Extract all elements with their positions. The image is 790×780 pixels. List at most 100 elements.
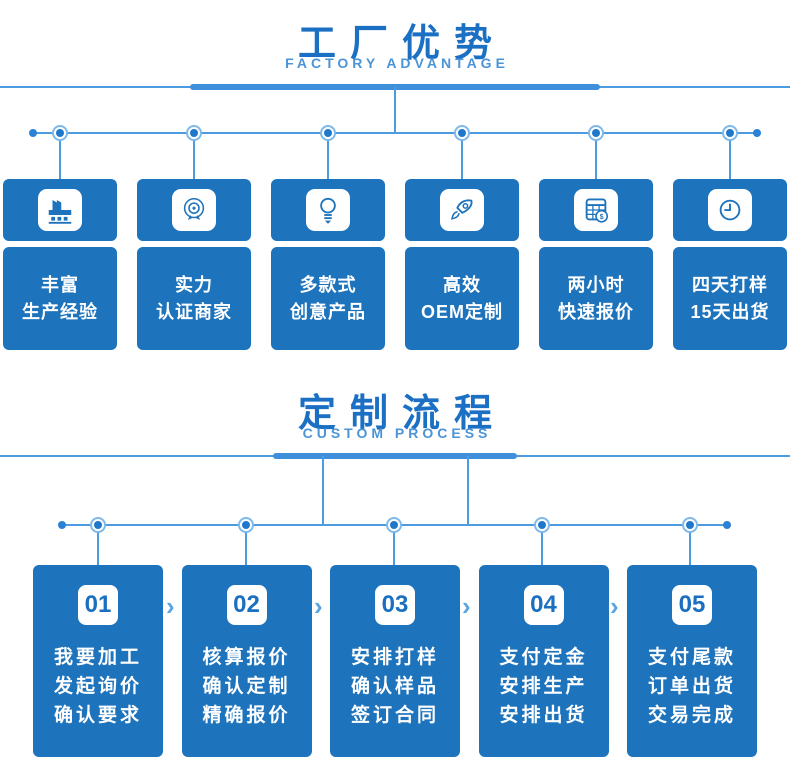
section2-left-drop-line: [322, 456, 324, 525]
custom-process-subtitle: CUSTOM PROCESS: [302, 425, 492, 441]
section1-stub-6: [729, 133, 731, 179]
step-4-number: 04: [523, 585, 564, 625]
advantage-card-5: 两小时 快速报价: [539, 247, 653, 350]
section2-node-1: [90, 517, 106, 533]
step-4-line1: 支付定金: [499, 647, 588, 668]
section2-stub-2: [245, 525, 247, 565]
section1-node-4: [454, 125, 470, 141]
section2-title-bar: [273, 453, 517, 459]
advantage-icon-card-3: [271, 179, 385, 241]
section2-node-5: [682, 517, 698, 533]
section1-node-1: [52, 125, 68, 141]
chevron-right-icon: ›: [462, 591, 471, 621]
step-card-3: 03 安排打样 确认样品 签订合同: [330, 565, 460, 757]
process-step-row: 01 我要加工 发起询价 确认要求 02 核算报价 确认定制 精确报价 03 安…: [33, 565, 757, 757]
step-card-2: 02 核算报价 确认定制 精确报价: [181, 565, 312, 757]
step-2-line1: 核算报价: [202, 647, 291, 668]
advantage-icon-card-4: [405, 179, 519, 241]
clock-icon: [708, 189, 752, 231]
section2-stub-3: [393, 525, 395, 565]
step-1-number: 01: [78, 585, 118, 625]
advantage-card-5-line1: 两小时: [567, 274, 625, 295]
step-4-text: 支付定金 安排生产 安排出货: [479, 643, 609, 730]
step-1-line2: 发起询价: [53, 676, 142, 697]
advantage-icon-card-2: [137, 179, 251, 241]
advantage-card-3-line2: 创意产品: [290, 301, 366, 322]
advantage-card-1: 丰富 生产经验: [3, 247, 117, 350]
advantage-icon-card-6: [673, 179, 787, 241]
section2-stub-4: [541, 525, 543, 565]
advantage-card-4: 高效 OEM定制: [405, 247, 519, 350]
section2-stub-5: [689, 525, 691, 565]
step-2-line2: 确认定制: [202, 676, 291, 697]
step-5-line3: 交易完成: [647, 705, 736, 726]
section1-node-5: [588, 125, 604, 141]
advantage-card-5-line2: 快速报价: [558, 301, 634, 322]
section1-node-2: [186, 125, 202, 141]
step-5-text: 支付尾款 订单出货 交易完成: [627, 643, 757, 730]
step-3-line2: 确认样品: [350, 676, 439, 697]
section1-left-end-dot: [29, 129, 37, 137]
advantage-card-2-line1: 实力: [175, 274, 213, 295]
advantage-icon-row: $: [3, 179, 787, 241]
step-3-line1: 安排打样: [350, 647, 439, 668]
factory-icon: [38, 189, 82, 231]
section2-node-2: [238, 517, 254, 533]
svg-text:$: $: [600, 214, 604, 221]
advantage-card-2-line2: 认证商家: [156, 301, 232, 322]
advantage-card-1-line2: 生产经验: [22, 301, 98, 322]
advantage-card-4-line2: OEM定制: [420, 301, 503, 322]
section1-node-line: [33, 132, 757, 134]
step-card-1: 01 我要加工 发起询价 确认要求: [33, 565, 163, 757]
bulb-icon: [306, 189, 350, 231]
section2-node-4: [534, 517, 550, 533]
section1-stub-1: [59, 133, 61, 179]
advantage-icon-card-5: $: [539, 179, 653, 241]
section2-left-end-dot: [58, 521, 66, 529]
step-1-line3: 确认要求: [53, 705, 142, 726]
chevron-right-icon: ›: [314, 591, 323, 621]
step-4-line2: 安排生产: [499, 676, 588, 697]
chevron-right-icon: ›: [166, 591, 175, 621]
step-2-text: 核算报价 确认定制 精确报价: [182, 643, 312, 730]
factory-advantage-title: 工厂优势: [297, 23, 506, 65]
advantage-card-3-line1: 多款式: [299, 274, 357, 295]
step-1-text: 我要加工 发起询价 确认要求: [33, 643, 163, 730]
calculator-icon: $: [574, 189, 618, 231]
rocket-icon: [440, 189, 484, 231]
step-4-line3: 安排出货: [499, 705, 588, 726]
step-card-4: 04 支付定金 安排生产 安排出货: [478, 565, 609, 757]
advantage-card-4-line1: 高效: [443, 274, 481, 295]
chevron-right-icon: ›: [610, 591, 619, 621]
step-3-line3: 签订合同: [350, 705, 439, 726]
advantage-card-6-line2: 15天出货: [690, 301, 770, 322]
section2-node-3: [386, 517, 402, 533]
advantage-card-2: 实力 认证商家: [137, 247, 251, 350]
advantage-card-3: 多款式 创意产品: [271, 247, 385, 350]
section1-stub-4: [461, 133, 463, 179]
factory-advantage-subtitle: FACTORY ADVANTAGE: [285, 55, 509, 71]
section1-stub-5: [595, 133, 597, 179]
advantage-card-6-line1: 四天打样: [692, 274, 768, 295]
section2-right-end-dot: [723, 521, 731, 529]
advantage-icon-card-1: [3, 179, 117, 241]
section1-node-3: [320, 125, 336, 141]
advantage-text-row: 丰富 生产经验 实力 认证商家 多款式 创意产品 高效 OEM定制 两小时 快速…: [3, 247, 787, 350]
step-card-5: 05 支付尾款 订单出货 交易完成: [627, 565, 757, 757]
section2-stub-1: [97, 525, 99, 565]
advantage-card-6: 四天打样 15天出货: [673, 247, 787, 350]
advantage-card-1-line1: 丰富: [41, 274, 79, 295]
step-5-line1: 支付尾款: [647, 647, 736, 668]
step-5-number: 05: [672, 585, 712, 625]
section1-right-end-dot: [753, 129, 761, 137]
step-3-number: 03: [375, 585, 415, 625]
section2-right-drop-line: [467, 456, 469, 525]
section1-stub-3: [327, 133, 329, 179]
section1-stub-2: [193, 133, 195, 179]
step-5-line2: 订单出货: [647, 676, 736, 697]
step-1-line1: 我要加工: [53, 647, 142, 668]
medal-icon: [172, 189, 216, 231]
custom-process-title: 定制流程: [297, 393, 506, 435]
step-3-text: 安排打样 确认样品 签订合同: [330, 643, 460, 730]
